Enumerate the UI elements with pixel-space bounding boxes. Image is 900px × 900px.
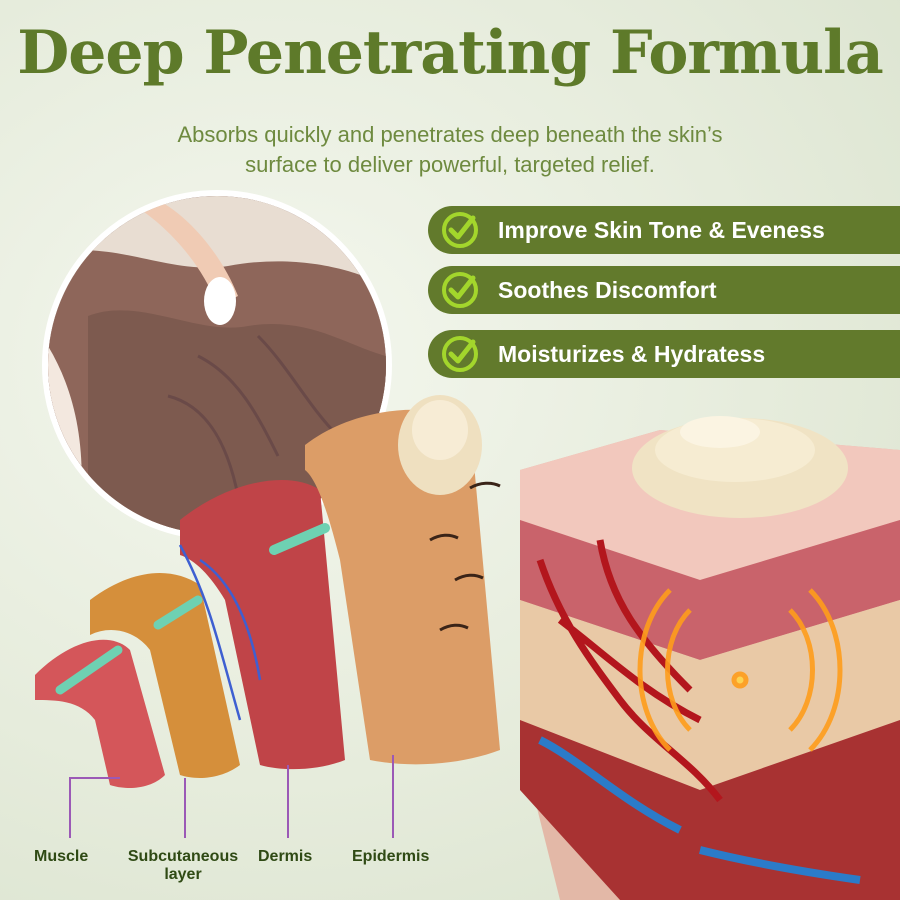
layer-label-lines (69, 755, 394, 838)
dermis-slice (180, 480, 345, 770)
check-circle-icon (442, 212, 478, 248)
benefit-label: Soothes Discomfort (498, 276, 717, 303)
page-subtitle: Absorbs quickly and penetrates deep bene… (100, 120, 800, 180)
label-subcutaneous: Subcutaneous layer (118, 848, 248, 884)
check-circle-icon (442, 272, 478, 308)
subtitle-line-1: Absorbs quickly and penetrates deep bene… (177, 122, 723, 147)
benefit-pill-moisturizes: Moisturizes & Hydratess (428, 330, 900, 378)
benefit-label: Improve Skin Tone & Eveness (498, 216, 825, 243)
page-title: Deep Penetrating Formula (17, 18, 884, 88)
label-muscle: Muscle (34, 848, 89, 865)
benefit-label: Moisturizes & Hydratess (498, 340, 766, 367)
benefit-pill-skin-tone: Improve Skin Tone & Eveness (428, 206, 900, 254)
label-subcutaneous-line-1: Subcutaneous (127, 848, 239, 865)
skin-block (520, 416, 900, 900)
heat-waves (637, 588, 843, 752)
subtitle-line-2: surface to deliver powerful, targeted re… (245, 152, 655, 177)
label-subcutaneous-line-2: layer (164, 866, 202, 883)
label-dermis: Dermis (258, 848, 313, 865)
check-circle-icon (442, 336, 478, 372)
label-epidermis: Epidermis (352, 848, 430, 865)
muscle-slice (35, 639, 165, 788)
epidermis-slice (305, 409, 500, 765)
benefit-pill-soothes: Soothes Discomfort (428, 266, 900, 314)
subcutaneous-slice (90, 573, 240, 778)
